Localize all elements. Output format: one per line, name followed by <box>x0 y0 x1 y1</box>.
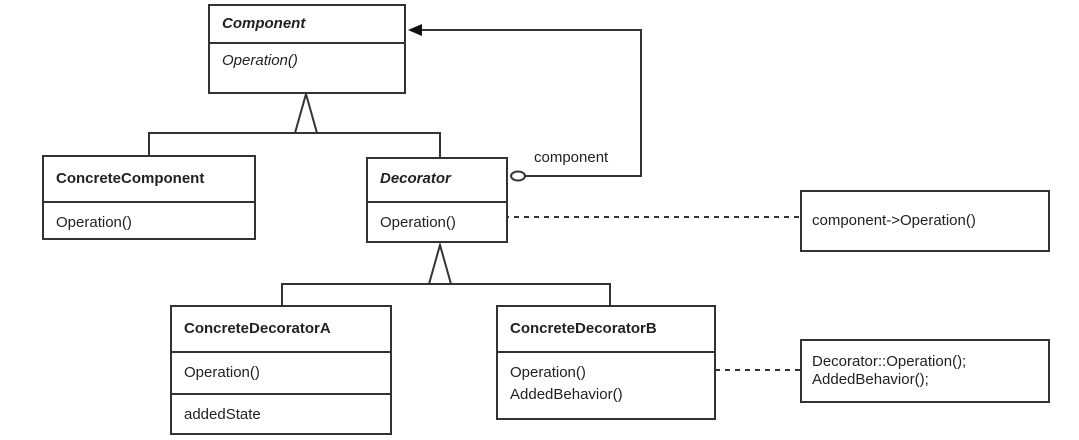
class-name: Decorator <box>380 170 451 187</box>
inheritance-branch-component <box>148 132 441 157</box>
note-decorator-b-operation: Decorator::Operation(); AddedBehavior(); <box>800 339 1050 403</box>
note-decorator-operation: component->Operation() <box>800 190 1050 252</box>
aggregation-arrowhead <box>408 24 422 36</box>
inheritance-triangle-decorator <box>427 241 453 285</box>
note-line: AddedBehavior(); <box>812 371 929 388</box>
class-name: ConcreteDecoratorB <box>510 320 657 337</box>
note-line: Decorator::Operation(); <box>812 353 967 370</box>
inheritance-triangle-component <box>293 90 319 134</box>
association-label: component <box>534 149 609 166</box>
class-name: Component <box>222 15 306 32</box>
class-name: ConcreteComponent <box>56 170 205 187</box>
note-line: component->Operation() <box>812 212 976 229</box>
class-name: ConcreteDecoratorA <box>184 320 331 337</box>
aggregation-line-component <box>420 29 642 177</box>
class-operation: Operation() <box>510 364 586 381</box>
aggregation-diamond <box>510 170 526 182</box>
class-concrete-component: ConcreteComponent Operation() <box>42 155 256 240</box>
class-operation: Operation() <box>172 351 390 393</box>
class-decorator: Decorator Operation() <box>366 157 508 243</box>
class-operation: Operation() <box>368 201 506 240</box>
class-attribute: addedState <box>172 393 390 432</box>
class-operation: Operation() <box>44 201 254 240</box>
class-component: Component Operation() <box>208 4 406 94</box>
class-operation: Operation() <box>210 42 404 78</box>
class-concrete-decorator-b: ConcreteDecoratorB Operation() AddedBeha… <box>496 305 716 420</box>
class-concrete-decorator-a: ConcreteDecoratorA Operation() addedStat… <box>170 305 392 435</box>
class-operation: AddedBehavior() <box>510 386 623 403</box>
inheritance-branch-decorator <box>281 283 611 305</box>
class-operations: Operation() AddedBehavior() <box>498 351 714 412</box>
